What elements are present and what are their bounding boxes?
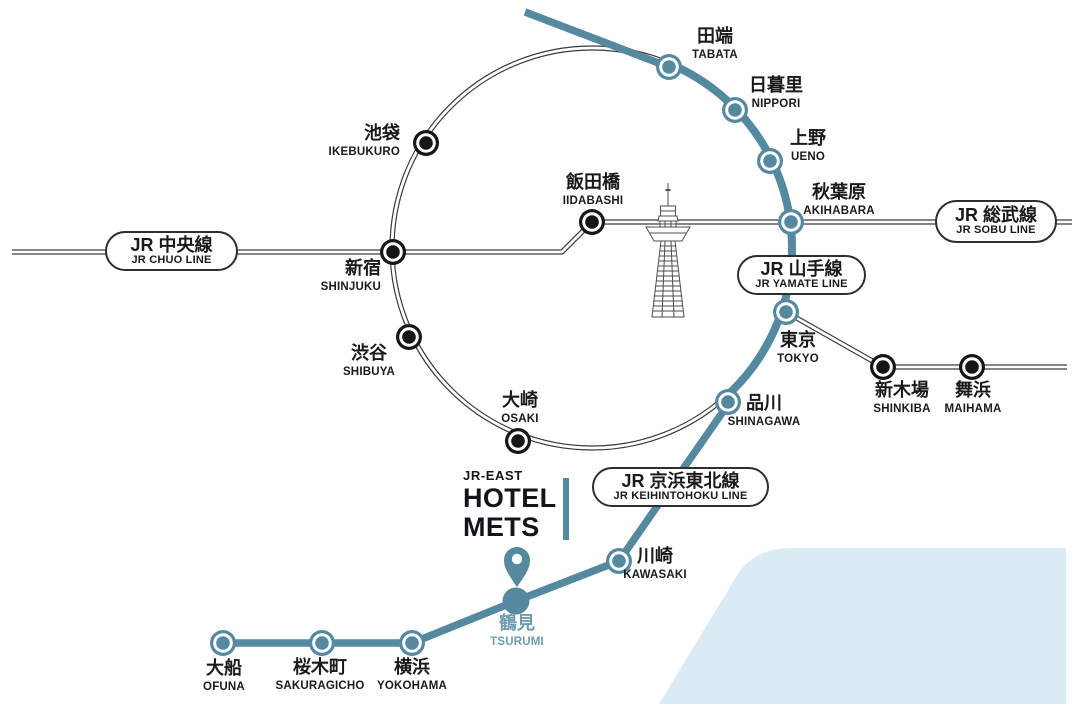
station-label-tsurumi: 鶴見 TSURUMI — [490, 613, 544, 649]
station-label-tabata: 田端 TABATA — [692, 26, 738, 62]
station-label-shinagawa: 品川 SHINAGAWA — [727, 393, 801, 429]
station-label-tokyo: 東京 TOKYO — [777, 330, 819, 366]
station-dot-tsurumi — [502, 587, 530, 615]
hotel-mets-mets: METS — [463, 511, 540, 542]
station-dot-osaki — [505, 428, 531, 454]
teal-stations — [210, 54, 804, 656]
station-dot-shinagawa — [715, 389, 741, 415]
skytree-icon — [645, 183, 691, 318]
hotel-mets-logo: JR-EAST HOTEL METS — [463, 468, 557, 540]
station-dot-shinkiba — [870, 354, 896, 380]
station-label-shinkiba: 新木場 SHINKIBA — [873, 380, 931, 416]
station-label-osaki: 大崎 OSAKI — [501, 390, 539, 426]
station-dot-ofuna — [210, 630, 236, 656]
line-pill-keihintohoku-en: JR KEIHINTOHOKU LINE — [613, 489, 748, 502]
station-dot-tabata — [656, 54, 682, 80]
line-pill-chuo-jp: JR 中央線 — [130, 234, 213, 255]
station-label-akihabara: 秋葉原 AKIHABARA — [803, 182, 875, 218]
station-label-ueno: 上野 UENO — [790, 128, 826, 164]
line-pill-keihintohoku-jp: JR 京浜東北線 — [621, 470, 740, 491]
line-pill-sobu: JR 総武線 JR SOBU LINE — [935, 200, 1057, 243]
line-pill-chuo-en: JR CHUO LINE — [131, 253, 212, 266]
station-label-kawasaki: 川崎 KAWASAKI — [623, 546, 687, 582]
tokyo-bay-area — [659, 548, 1066, 704]
station-dot-akihabara — [778, 209, 804, 235]
chuo-sobu-line — [12, 219, 1072, 255]
station-dot-shinjuku — [380, 239, 406, 265]
hotel-mets-brand: JR-EAST — [463, 468, 523, 483]
station-dot-maihama — [959, 354, 985, 380]
station-label-ofuna: 大船 OFUNA — [203, 658, 245, 694]
station-label-shibuya: 渋谷 SHIBUYA — [342, 343, 396, 379]
station-label-nippori: 日暮里 NIPPORI — [749, 75, 803, 111]
line-pill-chuo: JR 中央線 JR CHUO LINE — [105, 231, 238, 271]
station-dot-shibuya — [396, 324, 422, 350]
line-pill-yamate: JR 山手線 JR YAMATE LINE — [737, 255, 866, 295]
line-pill-sobu-en: JR SOBU LINE — [956, 224, 1036, 237]
station-dot-ikebukuro — [413, 130, 439, 156]
station-dot-sakuragicho — [309, 630, 335, 656]
station-dot-nippori — [722, 97, 748, 123]
line-pill-yamate-jp: JR 山手線 — [760, 258, 843, 279]
line-pill-yamate-en: JR YAMATE LINE — [755, 277, 848, 290]
station-dot-ueno — [757, 148, 783, 174]
hotel-mets-hotel: HOTEL — [463, 483, 557, 513]
line-pill-sobu-jp: JR 総武線 — [954, 205, 1037, 226]
station-label-yokohama: 横浜 YOKOHAMA — [377, 657, 447, 693]
black-stations — [380, 130, 985, 454]
location-pin-icon — [504, 547, 530, 587]
station-dot-iidabashi — [579, 209, 605, 235]
station-label-iidabashi: 飯田橋 IIDABASHI — [562, 172, 624, 208]
station-label-shinjuku: 新宿 SHINJUKU — [320, 258, 381, 294]
station-label-maihama: 舞浜 MAIHAMA — [944, 380, 1002, 416]
station-label-ikebukuro: 池袋 IKEBUKURO — [328, 123, 400, 159]
line-pill-keihintohoku: JR 京浜東北線 JR KEIHINTOHOKU LINE — [592, 467, 769, 507]
station-dot-tokyo — [773, 299, 799, 325]
station-dot-yokohama — [399, 630, 425, 656]
hotel-mets-logo-bar — [563, 478, 569, 540]
station-label-sakuragicho: 桜木町 SAKURAGICHO — [275, 657, 365, 693]
station-dot-kawasaki — [606, 548, 632, 574]
